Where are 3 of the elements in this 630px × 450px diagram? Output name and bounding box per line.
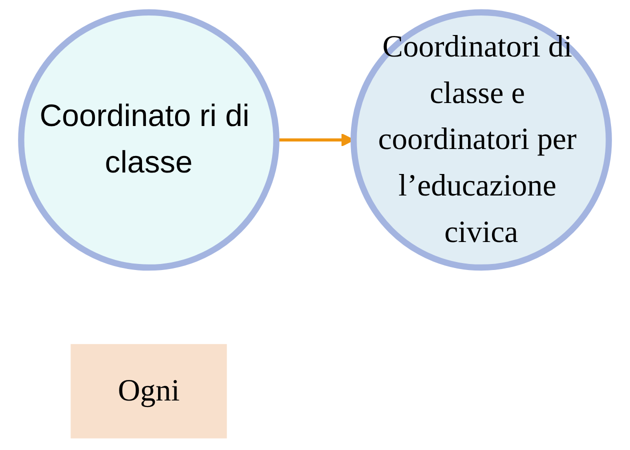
- node-box: Ogni: [70, 344, 227, 438]
- node-circle: Coordinato ri di classe: [18, 9, 280, 271]
- node-circle: Coordinatori di classe e coordinatori per l’educazione civica: [350, 9, 612, 271]
